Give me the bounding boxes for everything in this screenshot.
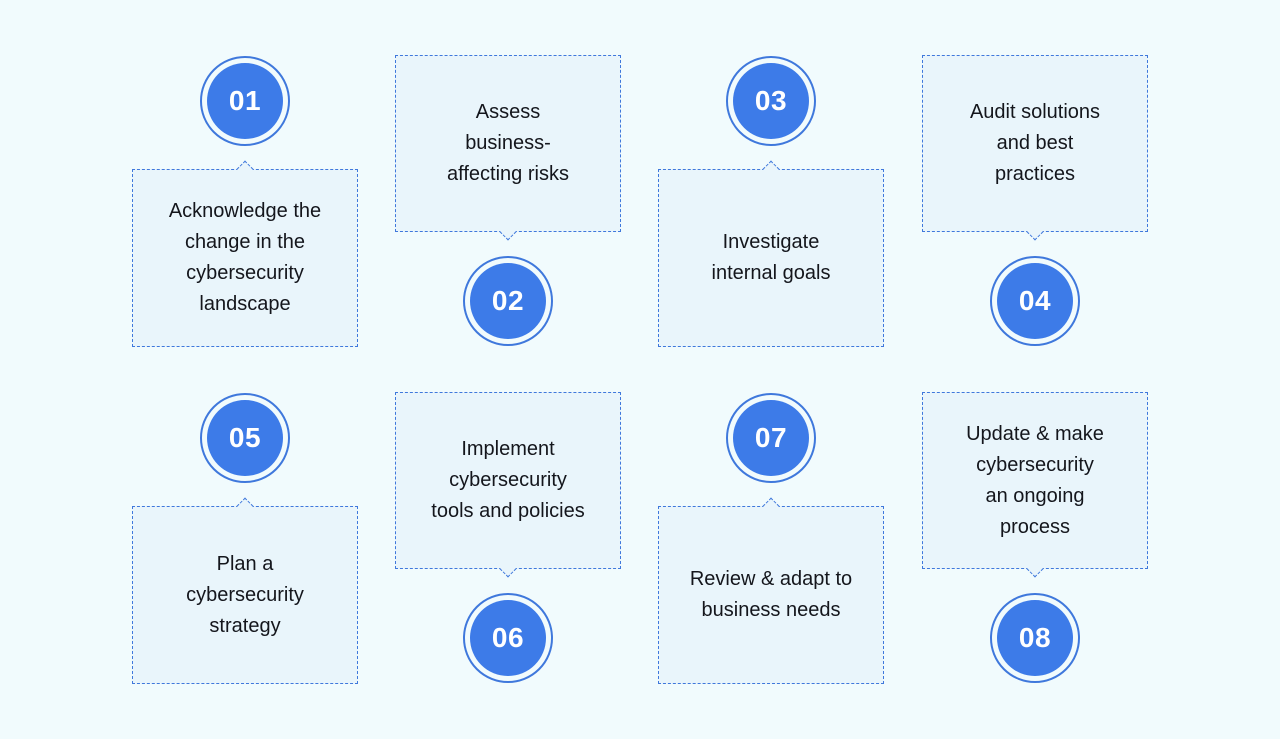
step-4-number: 04 [1018, 285, 1052, 316]
step-6-number: 06 [491, 622, 525, 653]
step-3-number: 03 [754, 85, 788, 116]
step-3-box: Investigate internal goals [658, 169, 884, 347]
step-3-number-circle: 03 [726, 56, 816, 146]
step-4-box: Audit solutions and best practices [922, 55, 1148, 232]
step-1-text: Acknowledge the change in the cybersecur… [168, 200, 322, 315]
step-2-number: 02 [491, 285, 525, 316]
step-6-text: Implement cybersecurity tools and polici… [431, 438, 585, 522]
step-2-box: Assess business- affecting risks [395, 55, 621, 232]
step-5-text: Plan a cybersecurity strategy [186, 552, 304, 637]
step-8-number-disc: 08 [997, 600, 1073, 676]
step-7-number: 07 [754, 422, 788, 453]
step-1-number-disc: 01 [207, 63, 283, 139]
step-1-box: Acknowledge the change in the cybersecur… [132, 169, 358, 347]
step-3-text: Investigate internal goals [711, 231, 831, 284]
step-7-box: Review & adapt to business needs [658, 506, 884, 684]
step-7-number-circle: 07 [726, 393, 816, 483]
step-6-number-disc: 06 [470, 600, 546, 676]
step-5-number-disc: 05 [207, 400, 283, 476]
step-3-number-disc: 03 [733, 63, 809, 139]
step-4-text: Audit solutions and best practices [969, 101, 1101, 185]
step-8-number-circle: 08 [990, 593, 1080, 683]
step-5-box: Plan a cybersecurity strategy [132, 506, 358, 684]
step-5-number-circle: 05 [200, 393, 290, 483]
step-2-text: Assess business- affecting risks [447, 101, 569, 185]
step-4-number-circle: 04 [990, 256, 1080, 346]
step-2-number-disc: 02 [470, 263, 546, 339]
step-6-number-circle: 06 [463, 593, 553, 683]
step-8-box: Update & make cybersecurity an ongoing p… [922, 392, 1148, 569]
step-7-text: Review & adapt to business needs [689, 568, 853, 621]
step-5-number: 05 [228, 422, 262, 453]
step-1-number: 01 [228, 85, 262, 116]
step-8-text: Update & make cybersecurity an ongoing p… [966, 422, 1104, 538]
step-1-number-circle: 01 [200, 56, 290, 146]
step-7-number-disc: 07 [733, 400, 809, 476]
step-4-number-disc: 04 [997, 263, 1073, 339]
step-2-number-circle: 02 [463, 256, 553, 346]
step-6-box: Implement cybersecurity tools and polici… [395, 392, 621, 569]
step-8-number: 08 [1018, 622, 1052, 653]
